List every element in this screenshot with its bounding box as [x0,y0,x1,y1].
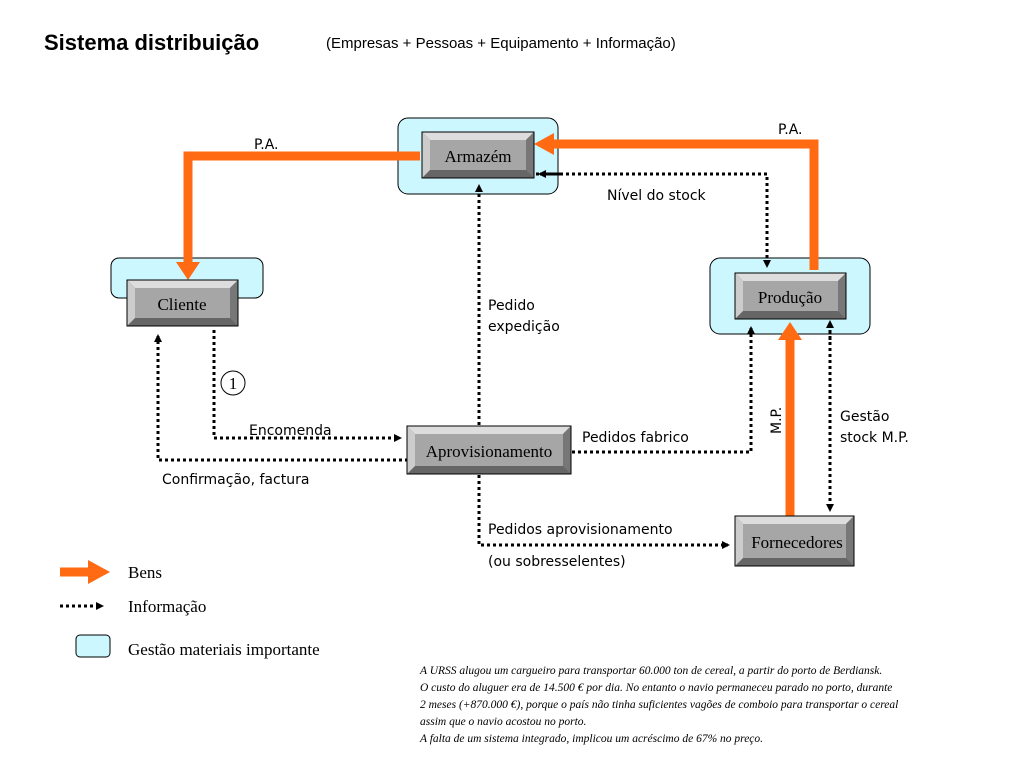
label-pedido-expedicao-line2: expedição [488,319,560,335]
label-pedidos-aprov-line2: (ou sobresselentes) [488,554,626,570]
label-pa-left: P.A. [254,137,279,153]
info-arrow-nivel-stock [536,172,771,268]
case-note-line: O custo do aluguer era de 14.500 € por d… [420,682,893,694]
legend-info-label: Informação [128,597,207,616]
case-note-line: 2 meses (+870.000 €), porque o país não … [420,699,899,711]
node-fornecedores: Fornecedores [734,515,855,567]
goods-arrow-mp [778,322,802,516]
legend-goods-arrow-icon [60,560,110,584]
info-arrow-confirmacao [154,334,408,462]
node-armazem-label: Armazém [444,147,511,166]
step-marker-number: 1 [229,374,238,393]
node-fornecedores-label: Fornecedores [751,533,843,552]
node-aprovisionamento: Aprovisionamento [406,425,572,475]
goods-arrow-pa-right [534,133,819,270]
label-nivel-stock: Nível do stock [607,188,707,204]
page-subtitle: (Empresas + Pessoas + Equipamento + Info… [326,35,676,52]
node-cliente-label: Cliente [157,295,206,314]
legend-goods-label: Bens [128,563,162,582]
case-note-line: A URSS alugou um cargueiro para transpor… [420,665,883,677]
label-gestao-line1: Gestão [840,409,889,425]
case-note-line: assim que o navio acostou no porto. [420,716,587,728]
case-note: A URSS alugou um cargueiro para transpor… [420,663,1020,748]
page-title: Sistema distribuição [44,30,260,55]
legend-important-label: Gestão materiais importante [128,640,320,659]
node-producao: Produção [734,272,847,320]
case-note-line: A falta de um sistema integrado, implico… [420,733,764,745]
label-pedidos-fabrico: Pedidos fabrico [582,430,689,446]
node-cliente: Cliente [126,279,239,327]
label-confirmacao-factura: Confirmação, factura [162,472,309,488]
label-encomenda: Encomenda [249,423,332,439]
info-arrow-pedidos-aprovisionamento [477,475,730,549]
label-mp: M.P. [769,407,785,434]
node-producao-label: Produção [758,288,822,307]
info-arrow-encomenda [212,330,402,442]
node-armazem: Armazém [421,131,535,179]
label-pa-right: P.A. [778,122,803,138]
node-aprovisionamento-label: Aprovisionamento [426,442,553,461]
legend-important-swatch [75,634,111,658]
label-pedido-expedicao-line1: Pedido [488,298,535,314]
goods-arrow-pa-left [176,151,420,280]
label-pedidos-aprov-line1: Pedidos aprovisionamento [488,522,673,538]
label-gestao-line2: stock M.P. [840,430,909,446]
step-marker: 1 [220,370,246,396]
